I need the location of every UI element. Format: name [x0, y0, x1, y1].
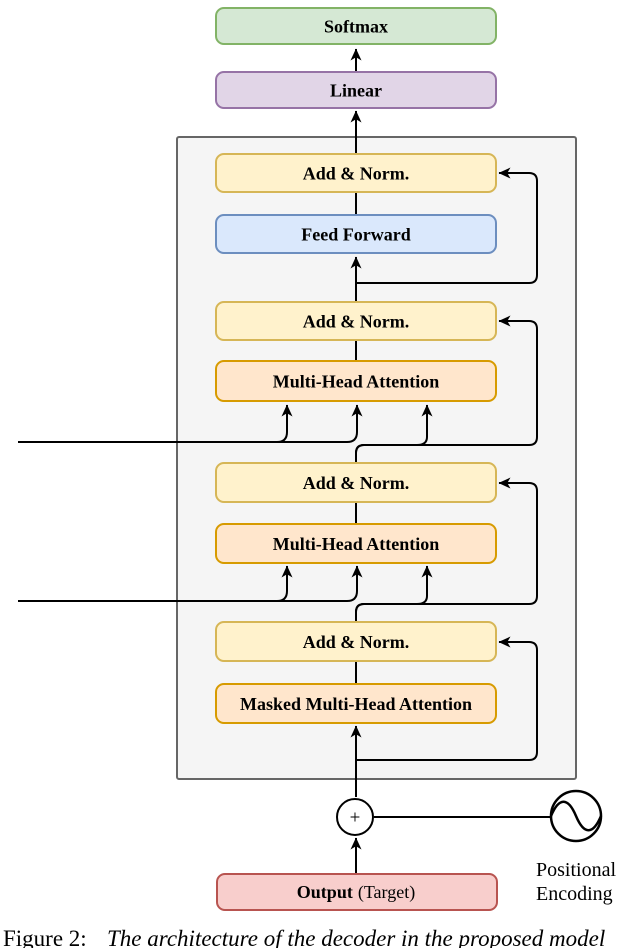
output-label: Output(Target): [297, 882, 415, 903]
add-norm-4-label: Add & Norm.: [303, 632, 410, 652]
figure-caption-body: The architecture of the decoder in the p…: [107, 926, 605, 948]
add-norm-1-label: Add & Norm.: [303, 164, 410, 184]
residual-around-mha1: [355, 315, 538, 463]
residual-around-maskedmha: [356, 636, 538, 761]
add-norm-3-node: [215, 462, 497, 503]
linear-label: Linear: [330, 81, 382, 101]
plus-circle: [336, 798, 374, 836]
encoder-line-upper-arrow-center: [18, 404, 363, 443]
figure-caption-prefix: Figure 2:: [3, 926, 87, 948]
multi-head-attention-1-label: Multi-Head Attention: [273, 372, 440, 392]
decoder-stack-container: [176, 136, 577, 780]
output-node: [216, 873, 498, 911]
residual-around-feedforward: [356, 167, 538, 284]
add-norm-1-node: [215, 153, 497, 193]
add-norm-2-label: Add & Norm.: [303, 312, 410, 332]
masked-multi-head-attention-label: Masked Multi-Head Attention: [240, 694, 472, 714]
multi-head-attention-2-label: Multi-Head Attention: [273, 534, 440, 554]
softmax-node: [215, 7, 497, 45]
positional-encoding-label-line2: Encoding: [536, 883, 613, 905]
sine-wave-icon: [549, 800, 603, 832]
encoder-line-lower-arrow-center: [18, 565, 363, 602]
residual-around-mha2: [355, 477, 538, 622]
linear-node: [215, 71, 497, 109]
output-label-primary: Output: [297, 882, 353, 902]
multi-head-attention-2-node: [215, 523, 497, 564]
output-label-secondary: (Target): [358, 882, 415, 903]
positional-encoding-label-line1: Positional: [536, 859, 616, 881]
multi-head-attention-1-node: [215, 360, 497, 402]
add-norm-4-node: [215, 621, 497, 662]
masked-multi-head-attention-node: [215, 683, 497, 724]
softmax-label: Softmax: [324, 17, 388, 37]
feed-forward-label: Feed Forward: [301, 225, 410, 245]
add-norm-3-label: Add & Norm.: [303, 473, 410, 493]
add-norm-2-node: [215, 301, 497, 341]
feed-forward-node: [215, 214, 497, 254]
plus-sign-label: +: [350, 808, 361, 829]
